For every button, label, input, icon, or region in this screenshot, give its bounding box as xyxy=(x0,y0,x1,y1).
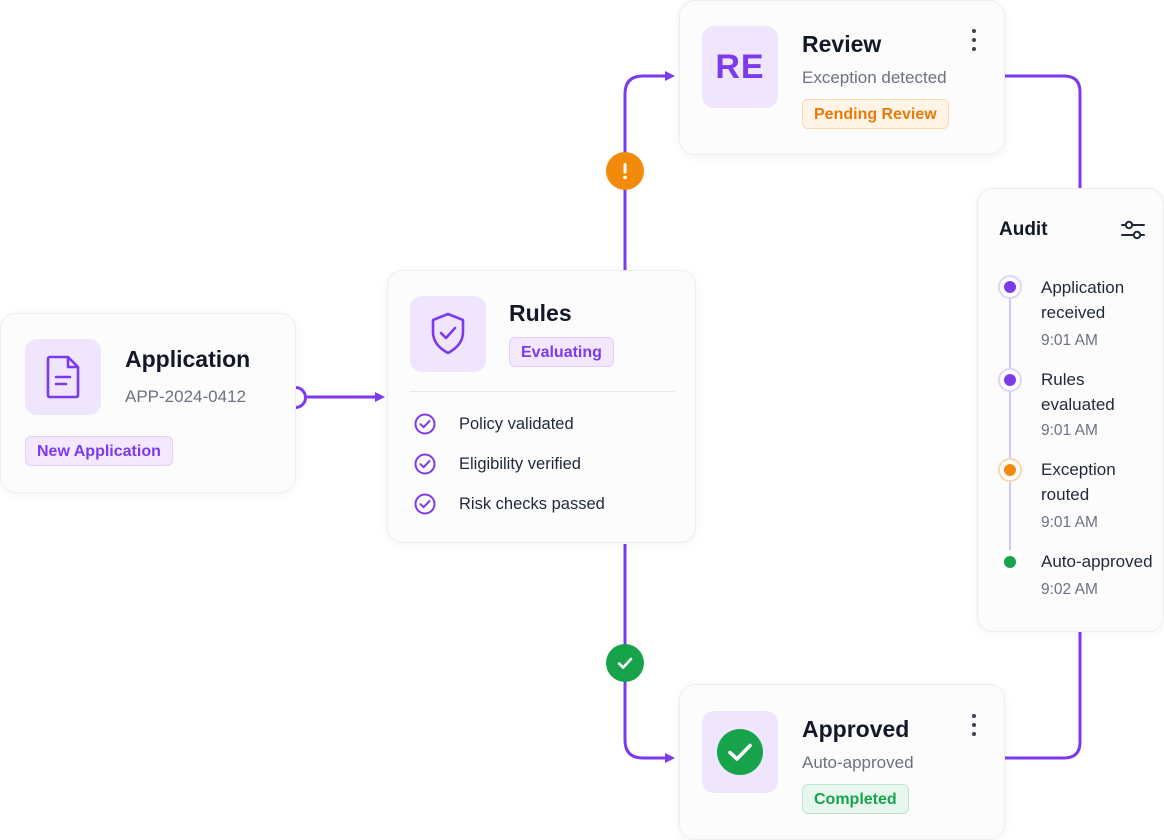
rules-status-badge: Evaluating xyxy=(509,337,614,367)
check-circle-icon xyxy=(414,493,436,515)
review-initials: RE xyxy=(715,47,765,86)
rules-check-label: Risk checks passed xyxy=(459,494,605,513)
audit-event-label: Application received xyxy=(1041,278,1125,322)
review-more-vertical-icon[interactable] xyxy=(964,29,984,51)
connector-rules-review xyxy=(623,71,675,270)
check-circle-icon xyxy=(414,453,436,475)
audit-event-label: Rules evaluated xyxy=(1041,370,1115,414)
check-circle-icon xyxy=(414,413,436,435)
audit-event-dot-core xyxy=(1004,464,1016,476)
review-status-badge: Pending Review xyxy=(802,99,949,129)
rules-check-label: Eligibility verified xyxy=(459,454,581,473)
audit-event-dot-core xyxy=(1004,281,1016,293)
check-icon xyxy=(617,657,633,669)
check-circle-filled-icon xyxy=(717,729,763,775)
approved-more-vertical-icon[interactable] xyxy=(964,714,984,736)
approved-card[interactable]: Approved Auto-approved Completed xyxy=(679,684,1005,840)
connector-review-audit xyxy=(1004,74,1082,188)
audit-event-dot-core xyxy=(1004,556,1016,568)
audit-event-label: Auto-approved xyxy=(1041,552,1153,571)
rules-check-item: Risk checks passed xyxy=(414,491,605,517)
rules-icon-tile xyxy=(410,296,486,372)
audit-timeline-line xyxy=(1009,288,1011,562)
application-icon-tile xyxy=(25,339,101,415)
audit-event-dot-core xyxy=(1004,374,1016,386)
connector-rules-approved xyxy=(623,544,675,763)
connector-audit-approved xyxy=(1004,632,1082,760)
audit-event-time: 9:01 AM xyxy=(1041,422,1098,439)
review-avatar-tile: RE xyxy=(702,26,778,108)
rules-card[interactable]: Rules Evaluating Policy validated Eligib… xyxy=(387,270,696,543)
approved-title: Approved xyxy=(802,716,910,742)
application-id: APP-2024-0412 xyxy=(125,387,246,406)
shield-check-icon xyxy=(431,312,465,355)
approved-icon-tile xyxy=(702,711,778,793)
rules-check-item: Eligibility verified xyxy=(414,451,581,477)
audit-title: Audit xyxy=(999,219,1048,240)
rules-divider xyxy=(410,391,675,392)
audit-event-time: 9:01 AM xyxy=(1041,332,1098,349)
rules-check-label: Policy validated xyxy=(459,414,574,433)
audit-event-dot xyxy=(998,458,1022,482)
rules-title: Rules xyxy=(509,300,572,326)
approved-status-badge: Completed xyxy=(802,784,909,814)
review-card[interactable]: RE Review Exception detected Pending Rev… xyxy=(679,0,1005,155)
success-branch-badge xyxy=(606,644,644,682)
sliders-icon[interactable] xyxy=(1120,219,1146,241)
rules-check-item: Policy validated xyxy=(414,411,574,437)
exclamation-icon xyxy=(623,163,627,180)
approved-subtitle: Auto-approved xyxy=(802,753,914,772)
audit-event-time: 9:02 AM xyxy=(1041,581,1098,598)
audit-panel: Audit Application received 9:01 AM Rules… xyxy=(977,188,1164,632)
application-title: Application xyxy=(125,346,251,372)
audit-event-label: Exception routed xyxy=(1041,460,1116,504)
application-card[interactable]: Application APP-2024-0412 New Applicatio… xyxy=(0,313,296,493)
document-icon xyxy=(46,355,80,399)
review-subtitle: Exception detected xyxy=(802,68,947,87)
exception-branch-badge xyxy=(606,152,644,190)
application-status-badge: New Application xyxy=(25,436,173,466)
review-title: Review xyxy=(802,31,882,57)
audit-event-time: 9:01 AM xyxy=(1041,514,1098,531)
